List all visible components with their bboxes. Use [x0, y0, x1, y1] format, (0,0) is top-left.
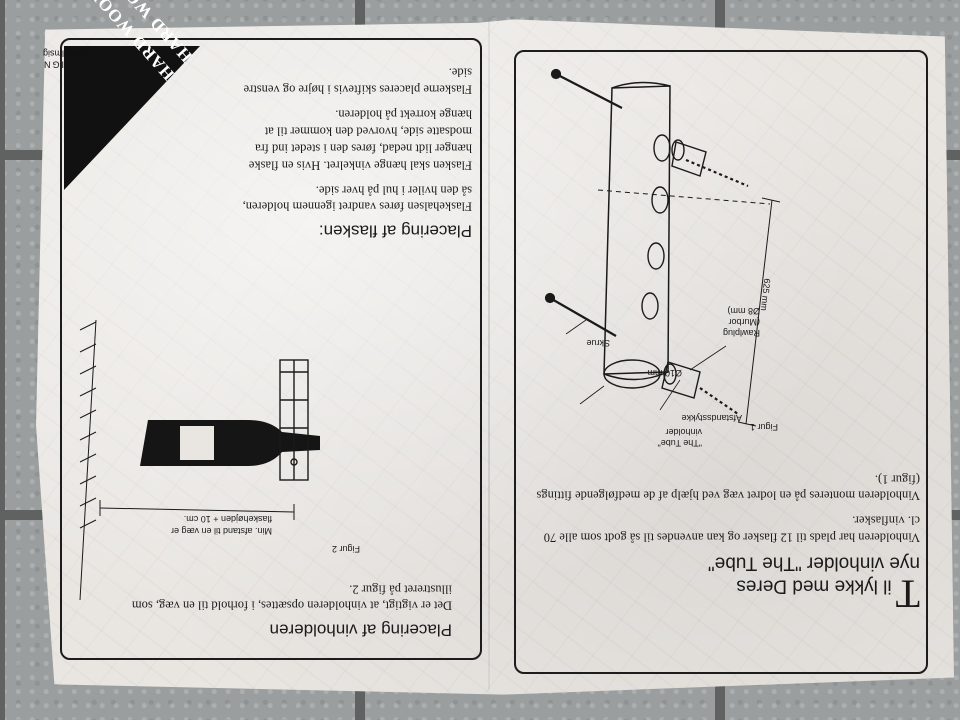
- wall-hatching: [79, 319, 97, 601]
- screw-bottom: [544, 292, 739, 415]
- tube-holes: [603, 134, 671, 389]
- label-plug-1: Rawlplug: [723, 328, 760, 338]
- label-length: 625 mm: [759, 278, 772, 311]
- left-panel-border: [60, 38, 482, 660]
- label-tube-1: "The Tube": [658, 438, 702, 448]
- bottle-label: [180, 426, 214, 460]
- label-diameter: Ø10 mm: [647, 368, 682, 378]
- right-panel-border: [514, 50, 928, 674]
- figure-2-caption: Figur 2: [332, 544, 360, 554]
- distance-dimension: [99, 500, 295, 520]
- spacer-top: [671, 139, 707, 177]
- figure-1-caption: Figur 1: [750, 422, 778, 432]
- length-dimension: [597, 189, 781, 427]
- spacer-bottom: [661, 361, 701, 399]
- leader-lines: [565, 319, 727, 411]
- distance-label-2: flaskehøjden + 10 cm.: [184, 514, 272, 524]
- instruction-sheet: [36, 19, 954, 695]
- wine-holder-side: [279, 359, 309, 481]
- label-plug-3: Ø8 mm): [727, 306, 760, 316]
- screw-top: [550, 68, 749, 188]
- tube-shape: [603, 81, 671, 381]
- label-tube-2: vinholder: [665, 427, 702, 437]
- hardwood-design-logo: HARD WOOD HARD WOOD: [64, 0, 200, 190]
- distance-label-1: Min. afstand til en væg er: [171, 526, 272, 536]
- label-plug-2: (Murbor: [728, 317, 760, 327]
- label-screw: Skrue: [586, 338, 610, 348]
- label-spacer: Afstandsstykke: [681, 413, 742, 423]
- paper-fold-line: [488, 18, 490, 690]
